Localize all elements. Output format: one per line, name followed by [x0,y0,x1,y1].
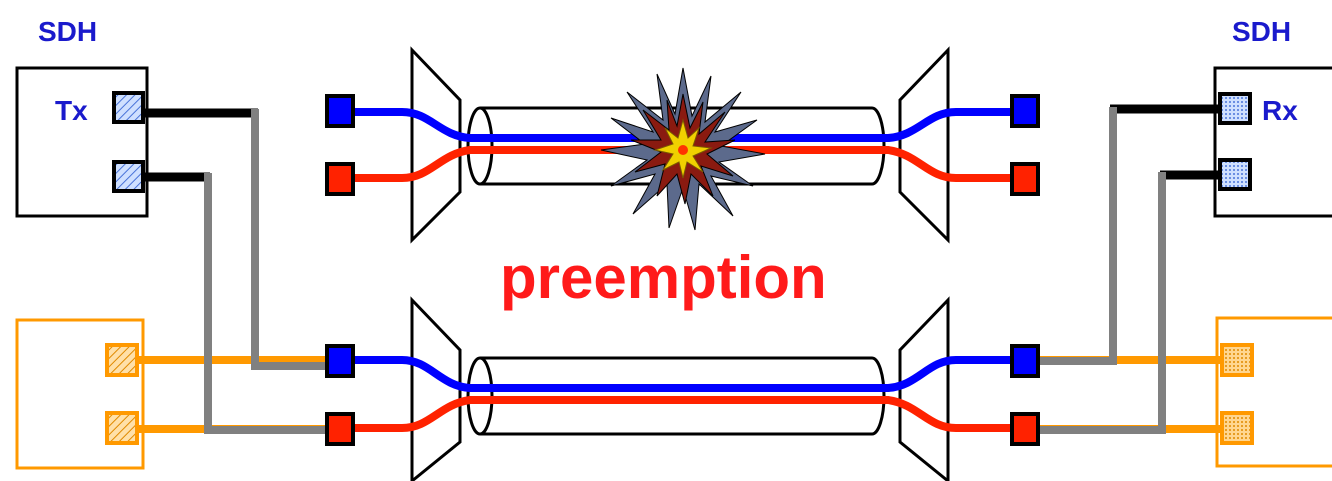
bottom-right-blue-port [1010,344,1040,378]
top-right-mux [898,46,950,244]
top-left-blue-port [325,94,355,128]
sdh-right-label: SDH [1232,16,1291,47]
protection-right-port-top [1220,343,1254,377]
top-left-red-port [325,162,355,196]
gray-link-left-bottom [204,173,332,434]
bottom-left-blue-port [325,344,355,378]
gray-link-right-top [1035,107,1117,365]
tx-port-bottom [112,160,145,193]
rx-label: Rx [1262,95,1298,126]
sdh-left-label: SDH [38,16,97,47]
bottom-blue-fiber [345,356,1018,392]
protection-right-port-bottom [1220,411,1254,445]
top-right-blue-port [1010,94,1040,128]
top-left-mux [410,46,462,244]
protection-left-port-bottom [105,411,139,445]
bottom-right-mux [898,296,950,481]
tx-label: Tx [55,95,88,126]
gray-link-right-bottom [1035,172,1166,434]
bottom-left-mux [410,296,462,481]
bottom-left-red-port [325,412,355,446]
explosion-burst-icon [600,67,766,231]
top-right-red-port [1010,162,1040,196]
protection-left-port-top [105,343,139,377]
rx-port-bottom [1218,158,1252,191]
tx-port-top [112,91,145,124]
gray-link-left-top [251,109,332,370]
protection-left-box [15,318,145,470]
preemption-label: preemption [500,244,827,311]
bottom-right-red-port [1010,412,1040,446]
rx-port-top [1218,92,1252,125]
bottom-red-fiber [345,396,1018,432]
sdh-left-box [15,66,149,218]
sdh-right-box [1213,66,1332,218]
